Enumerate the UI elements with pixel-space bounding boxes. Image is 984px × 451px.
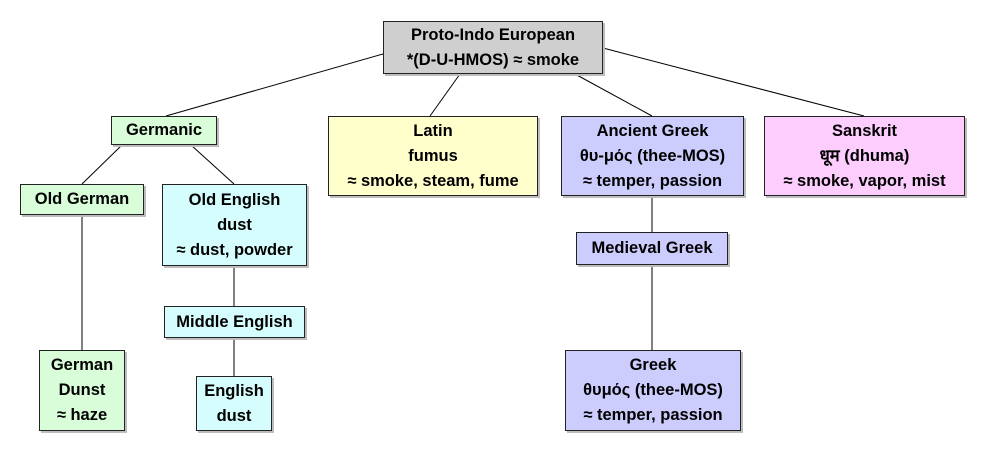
node-name: German	[50, 356, 114, 374]
node-meaning: ≈ temper, passion	[583, 406, 723, 424]
node-old-english: Old English dust ≈ dust, powder	[162, 184, 307, 266]
node-medieval-greek: Medieval Greek	[576, 232, 728, 265]
node-name: Greek	[629, 356, 677, 374]
node-word: dust	[216, 406, 252, 425]
node-word: θυ-μός (thee-MOS)	[579, 146, 726, 165]
node-name: Old English	[188, 190, 281, 209]
node-name: Ancient Greek	[596, 121, 709, 140]
node-meaning: ≈ smoke, steam, fume	[347, 171, 519, 190]
node-meaning: ≈ smoke, vapor, mist	[783, 171, 946, 190]
node-word: धूम (dhuma)	[819, 146, 910, 165]
node-name: Sanskrit	[831, 121, 898, 140]
node-german: German Dunst ≈ haze	[39, 350, 125, 431]
node-germanic: Germanic	[111, 116, 217, 145]
node-name: English	[204, 381, 264, 400]
node-word: Dunst	[58, 381, 106, 399]
node-meaning: ≈ haze	[56, 406, 108, 424]
node-english: English dust	[196, 376, 272, 431]
edge-pie-latin	[429, 73, 461, 117]
node-word: dust	[217, 215, 252, 234]
node-middle-english: Middle English	[164, 306, 305, 338]
node-meaning: ≈ temper, passion	[582, 171, 723, 190]
node-word: *(D-U-HMOS) ≈ smoke	[406, 50, 580, 69]
node-word: fumus	[408, 146, 458, 165]
node-proto-indo-european: Proto-Indo European *(D-U-HMOS) ≈ smoke	[383, 21, 603, 74]
edge-pie-sanskrit	[602, 47, 865, 117]
node-name: Germanic	[125, 121, 203, 139]
node-name: Medieval Greek	[591, 239, 713, 257]
edge-pie-ancient-greek	[574, 73, 653, 117]
node-name: Middle English	[176, 312, 293, 331]
node-ancient-greek: Ancient Greek θυ-μός (thee-MOS) ≈ temper…	[561, 116, 744, 196]
edge-germanic-old-german	[81, 144, 123, 185]
node-sanskrit: Sanskrit धूम (dhuma) ≈ smoke, vapor, mis…	[764, 116, 965, 196]
node-name: Latin	[413, 121, 453, 140]
node-latin: Latin fumus ≈ smoke, steam, fume	[328, 116, 538, 196]
node-greek: Greek θυμός (thee-MOS) ≈ temper, passion	[565, 350, 741, 431]
edge-pie-germanic	[165, 53, 384, 117]
node-meaning: ≈ dust, powder	[176, 240, 293, 259]
node-name: Old German	[34, 190, 130, 208]
node-old-german: Old German	[20, 184, 144, 215]
node-word: θυμός (thee-MOS)	[583, 381, 723, 399]
node-name: Proto-Indo European	[410, 25, 576, 44]
edge-germanic-old-english	[190, 144, 235, 185]
